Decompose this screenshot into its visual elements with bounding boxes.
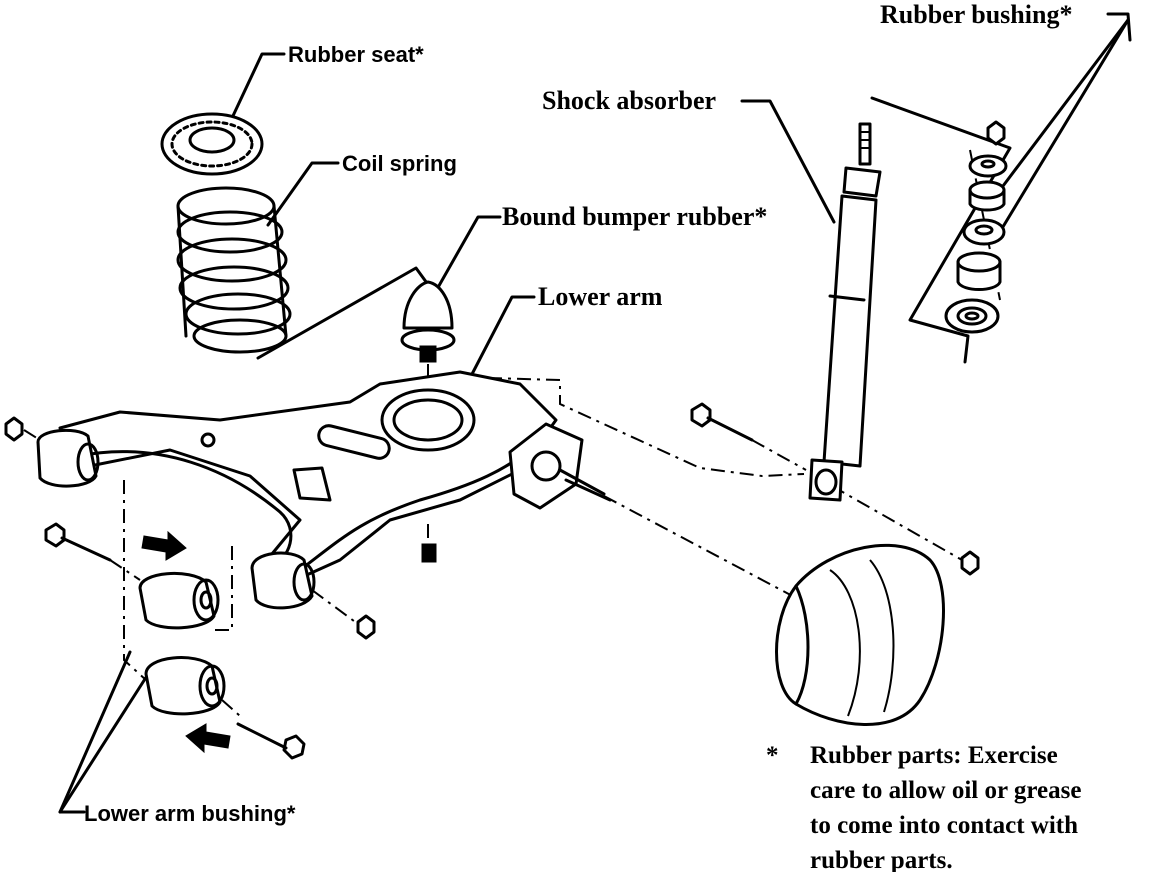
bolt-parts <box>44 402 754 760</box>
rubber-bushing-stack <box>944 154 1008 334</box>
rubber-seat-part <box>160 112 264 176</box>
arm-bushing-mounts <box>36 428 316 610</box>
label-rubber-seat: Rubber seat* <box>288 42 424 67</box>
note-line: to come into contact with <box>810 812 1078 839</box>
direction-arrows <box>141 530 231 754</box>
shock-outline <box>870 96 1012 364</box>
coil-spring-part <box>176 186 292 354</box>
note-body: Rubber parts: Exercise care to allow oil… <box>810 738 1150 872</box>
label-shock-absorber: Shock absorber <box>542 86 717 115</box>
nut-parts <box>4 120 1006 640</box>
leader-lines <box>58 12 1132 814</box>
loose-bushing-parts <box>138 571 226 716</box>
label-coil-spring: Coil spring <box>342 151 457 176</box>
bound-bumper-part <box>400 280 456 420</box>
label-rubber-bushing: Rubber bushing* <box>880 0 1073 29</box>
note-line: care to allow oil or grease <box>810 777 1082 804</box>
shock-absorber-part <box>808 122 882 502</box>
note-line: Rubber parts: Exercise <box>810 742 1058 769</box>
lower-arm-part <box>58 370 612 580</box>
note-line: rubber parts. <box>810 847 953 872</box>
rubber-parts-note: * Rubber parts: Exercise care to allow o… <box>766 738 1150 872</box>
label-lower-arm: Lower arm <box>538 282 663 311</box>
brake-drum-part <box>775 543 945 726</box>
label-lower-arm-bushing: Lower arm bushing* <box>84 801 296 826</box>
label-bound-bumper-rubber: Bound bumper rubber* <box>502 202 768 231</box>
note-marker: * <box>766 742 779 769</box>
